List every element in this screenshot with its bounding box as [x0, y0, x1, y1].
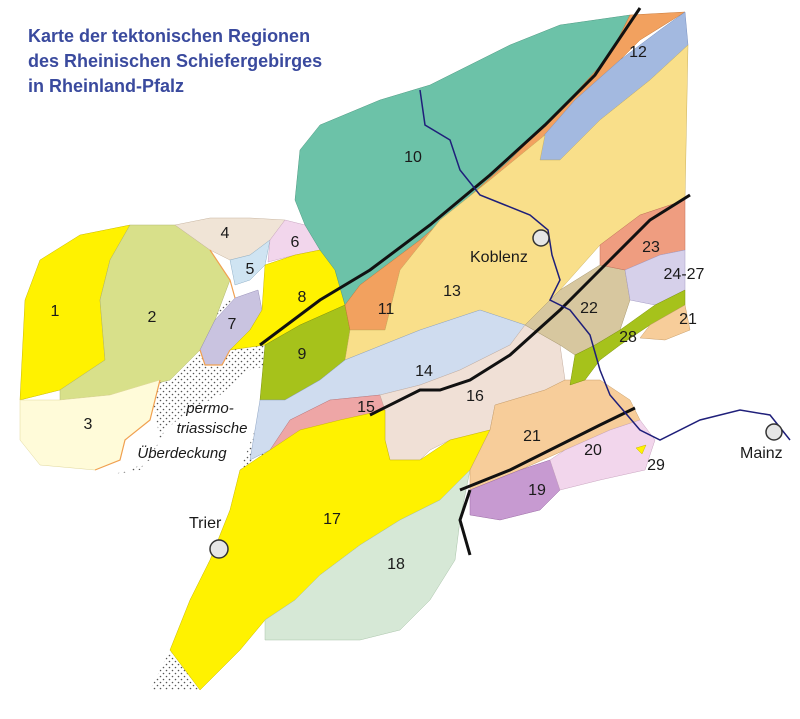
fault-line-middle [369, 193, 691, 417]
river [419, 89, 791, 441]
region-label-8: 8 [298, 289, 307, 306]
map-title-line3: in Rheinland-Pfalz [28, 76, 185, 96]
koblenz-label: Koblenz [470, 249, 528, 266]
mainz-marker[interactable] [765, 423, 783, 441]
region-20[interactable] [549, 419, 656, 491]
region-29[interactable] [635, 444, 647, 455]
region-label-13: 13 [443, 283, 461, 300]
region-label-24-27: 24-27 [664, 266, 705, 283]
region-label-7: 7 [228, 316, 237, 333]
region-label-23: 23 [642, 239, 660, 256]
overlay-note-line1: permo- [185, 400, 234, 417]
region-label-17: 17 [323, 511, 341, 528]
mainz-label: Mainz [740, 445, 783, 462]
overlay-note-line3: Überdeckung [137, 444, 227, 462]
region-label-15: 15 [357, 399, 375, 416]
overlay-boundary [94, 249, 236, 471]
region-label-29: 29 [647, 457, 665, 474]
region-label-28: 28 [619, 329, 637, 346]
overlay-note-line2: triassische [177, 420, 248, 437]
region-label-21-south: 21 [523, 428, 541, 445]
map-title-line1: Karte der tektonischen Regionen [28, 26, 311, 46]
region-label-16: 16 [466, 388, 484, 405]
region-label-10: 10 [404, 149, 422, 166]
region-label-3: 3 [84, 416, 93, 433]
region-label-4: 4 [221, 225, 230, 242]
region-label-9: 9 [298, 346, 307, 363]
trier-marker[interactable] [209, 539, 229, 559]
region-label-20: 20 [584, 442, 602, 459]
fault-line-north [259, 7, 642, 347]
region-label-22: 22 [580, 300, 598, 317]
region-label-21-east: 21 [679, 311, 697, 328]
fault-line-south [458, 406, 636, 556]
region-21-east[interactable] [639, 304, 691, 341]
region-label-1: 1 [51, 303, 60, 320]
region-22[interactable] [524, 264, 631, 356]
region-label-6: 6 [291, 234, 300, 251]
region-label-5: 5 [246, 261, 255, 278]
fault-lines [259, 7, 691, 556]
region-label-18: 18 [387, 556, 405, 573]
region-label-14: 14 [415, 363, 433, 380]
region-label-2: 2 [148, 309, 157, 326]
map-title-line2: des Rheinischen Schiefergebirges [28, 51, 323, 71]
region-label-19: 19 [528, 482, 546, 499]
region-label-12: 12 [629, 44, 647, 61]
region-17[interactable] [169, 409, 491, 691]
region-label-11: 11 [378, 301, 395, 318]
trier-label: Trier [189, 515, 222, 532]
region-19[interactable] [469, 459, 561, 521]
map-title: Karte der tektonischen Regionen des Rhei… [28, 24, 388, 99]
koblenz-marker[interactable] [532, 229, 550, 247]
